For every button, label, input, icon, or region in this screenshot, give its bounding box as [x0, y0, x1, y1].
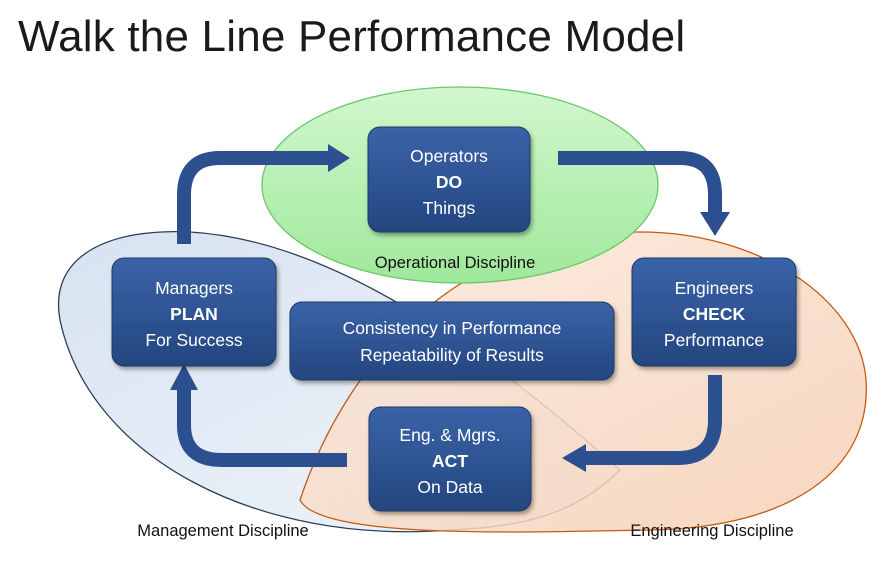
do-box-line1: Operators	[410, 146, 488, 166]
plan-box-line2: PLAN	[170, 304, 218, 324]
page-title: Walk the Line Performance Model	[18, 12, 686, 61]
arrow-plan-to-do	[177, 144, 350, 244]
act-box-line2: ACT	[432, 451, 468, 471]
plan-box-line3: For Success	[145, 330, 242, 350]
act-box: Eng. & Mgrs. ACT On Data	[368, 406, 532, 512]
plan-box: Managers PLAN For Success	[111, 257, 277, 367]
arrow-check-to-act	[562, 375, 722, 472]
engineering-discipline-label: Engineering Discipline	[630, 522, 793, 540]
check-box-line1: Engineers	[675, 278, 754, 298]
do-box: Operators DO Things	[367, 126, 531, 233]
operational-discipline-label: Operational Discipline	[375, 254, 536, 272]
check-box-line2: CHECK	[683, 304, 746, 324]
arrow-act-to-plan	[170, 364, 347, 467]
management-discipline-label: Management Discipline	[137, 522, 309, 540]
center-box-line2: Repeatability of Results	[360, 345, 544, 365]
check-box-line3: Performance	[664, 330, 764, 350]
act-box-line1: Eng. & Mgrs.	[399, 425, 500, 445]
act-box-line3: On Data	[417, 477, 482, 497]
center-box-line1: Consistency in Performance	[343, 318, 562, 338]
arrow-do-to-check	[558, 151, 730, 236]
do-box-line3: Things	[423, 198, 476, 218]
plan-box-line1: Managers	[155, 278, 233, 298]
check-box: Engineers CHECK Performance	[631, 257, 797, 367]
do-box-line2: DO	[436, 172, 462, 192]
center-box: Consistency in Performance Repeatability…	[289, 301, 615, 381]
